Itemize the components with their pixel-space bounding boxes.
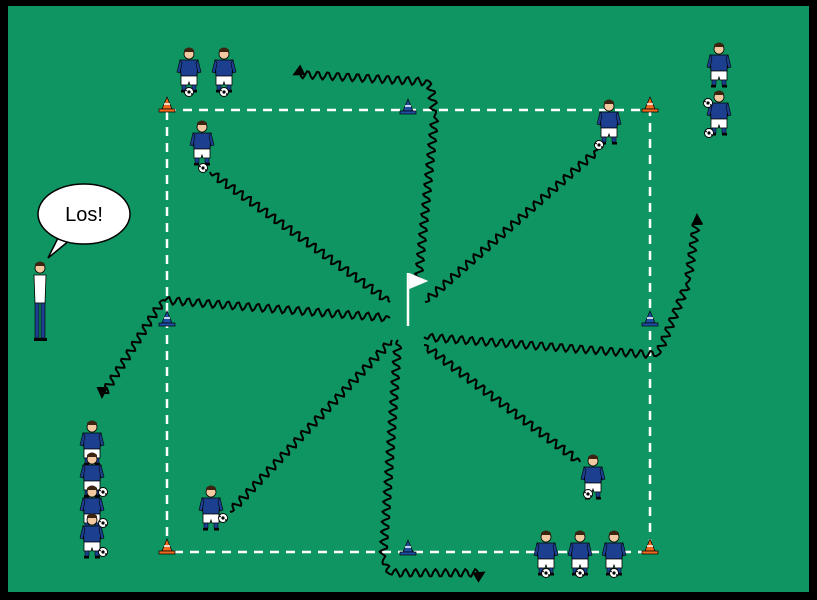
soccer-ball-icon — [98, 518, 108, 528]
speech-bubble: Los! — [37, 183, 131, 259]
soccer-ball-icon — [98, 487, 108, 497]
soccer-ball-icon — [541, 568, 551, 578]
soccer-ball-icon — [198, 163, 208, 173]
coach — [33, 261, 47, 341]
soccer-ball-icon — [609, 568, 619, 578]
soccer-ball-icon — [218, 513, 228, 523]
dribble-path — [209, 171, 391, 303]
dribble-path — [292, 64, 440, 283]
dribble-paths — [96, 64, 704, 583]
soccer-ball-icon — [703, 98, 713, 108]
soccer-ball-icon — [594, 140, 604, 150]
dribble-path — [423, 344, 581, 463]
soccer-ball-icon — [704, 128, 714, 138]
soccer-ball-icon — [575, 568, 585, 578]
soccer-ball-icon — [98, 547, 108, 557]
dribble-path — [423, 213, 704, 359]
dribble-path — [378, 339, 486, 583]
dribble-path — [424, 149, 599, 303]
dribble-path — [229, 339, 393, 513]
soccer-ball-icon — [219, 87, 229, 97]
soccer-ball-icon — [583, 489, 593, 499]
flag-icon — [406, 272, 429, 326]
coach-speech: Los! — [65, 204, 103, 226]
soccer-ball-icon — [184, 87, 194, 97]
dribble-path — [96, 296, 391, 399]
